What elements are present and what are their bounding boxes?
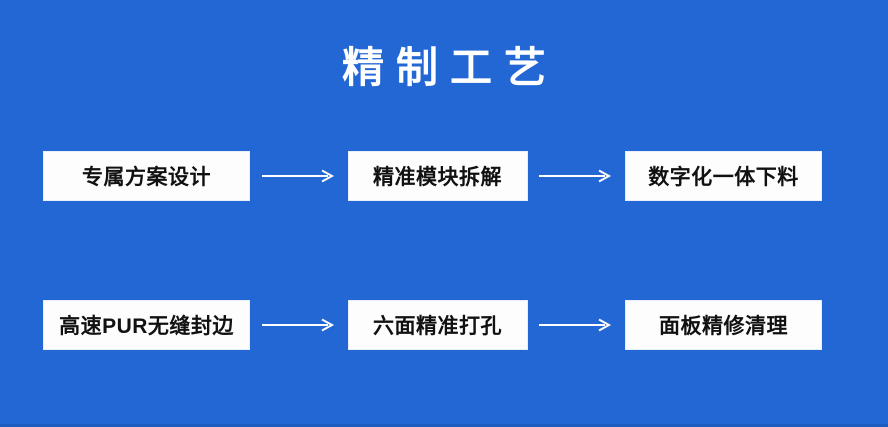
- flow-row-1: 专属方案设计 精准模块拆解 数字化一体下料: [0, 151, 888, 201]
- arrow-right-icon: [261, 169, 336, 183]
- connector-4: [528, 300, 626, 350]
- bottom-edge-strip: [0, 424, 888, 427]
- connector-2: [528, 151, 626, 201]
- step-box-5[interactable]: 六面精准打孔: [347, 300, 528, 350]
- flow-row-2: 高速PUR无缝封边 六面精准打孔 面板精修清理: [0, 300, 888, 350]
- connector-3: [250, 300, 348, 350]
- arrow-right-icon: [539, 318, 613, 332]
- arrow-right-icon: [261, 318, 336, 332]
- page-title: 精制工艺: [341, 44, 558, 91]
- step-box-3[interactable]: 数字化一体下料: [625, 151, 822, 201]
- arrow-right-icon: [539, 169, 613, 183]
- step-box-1[interactable]: 专属方案设计: [43, 151, 250, 201]
- step-box-2[interactable]: 精准模块拆解: [347, 151, 528, 201]
- step-box-6[interactable]: 面板精修清理: [625, 300, 822, 350]
- step-box-4[interactable]: 高速PUR无缝封边: [43, 300, 250, 350]
- connector-1: [250, 151, 348, 201]
